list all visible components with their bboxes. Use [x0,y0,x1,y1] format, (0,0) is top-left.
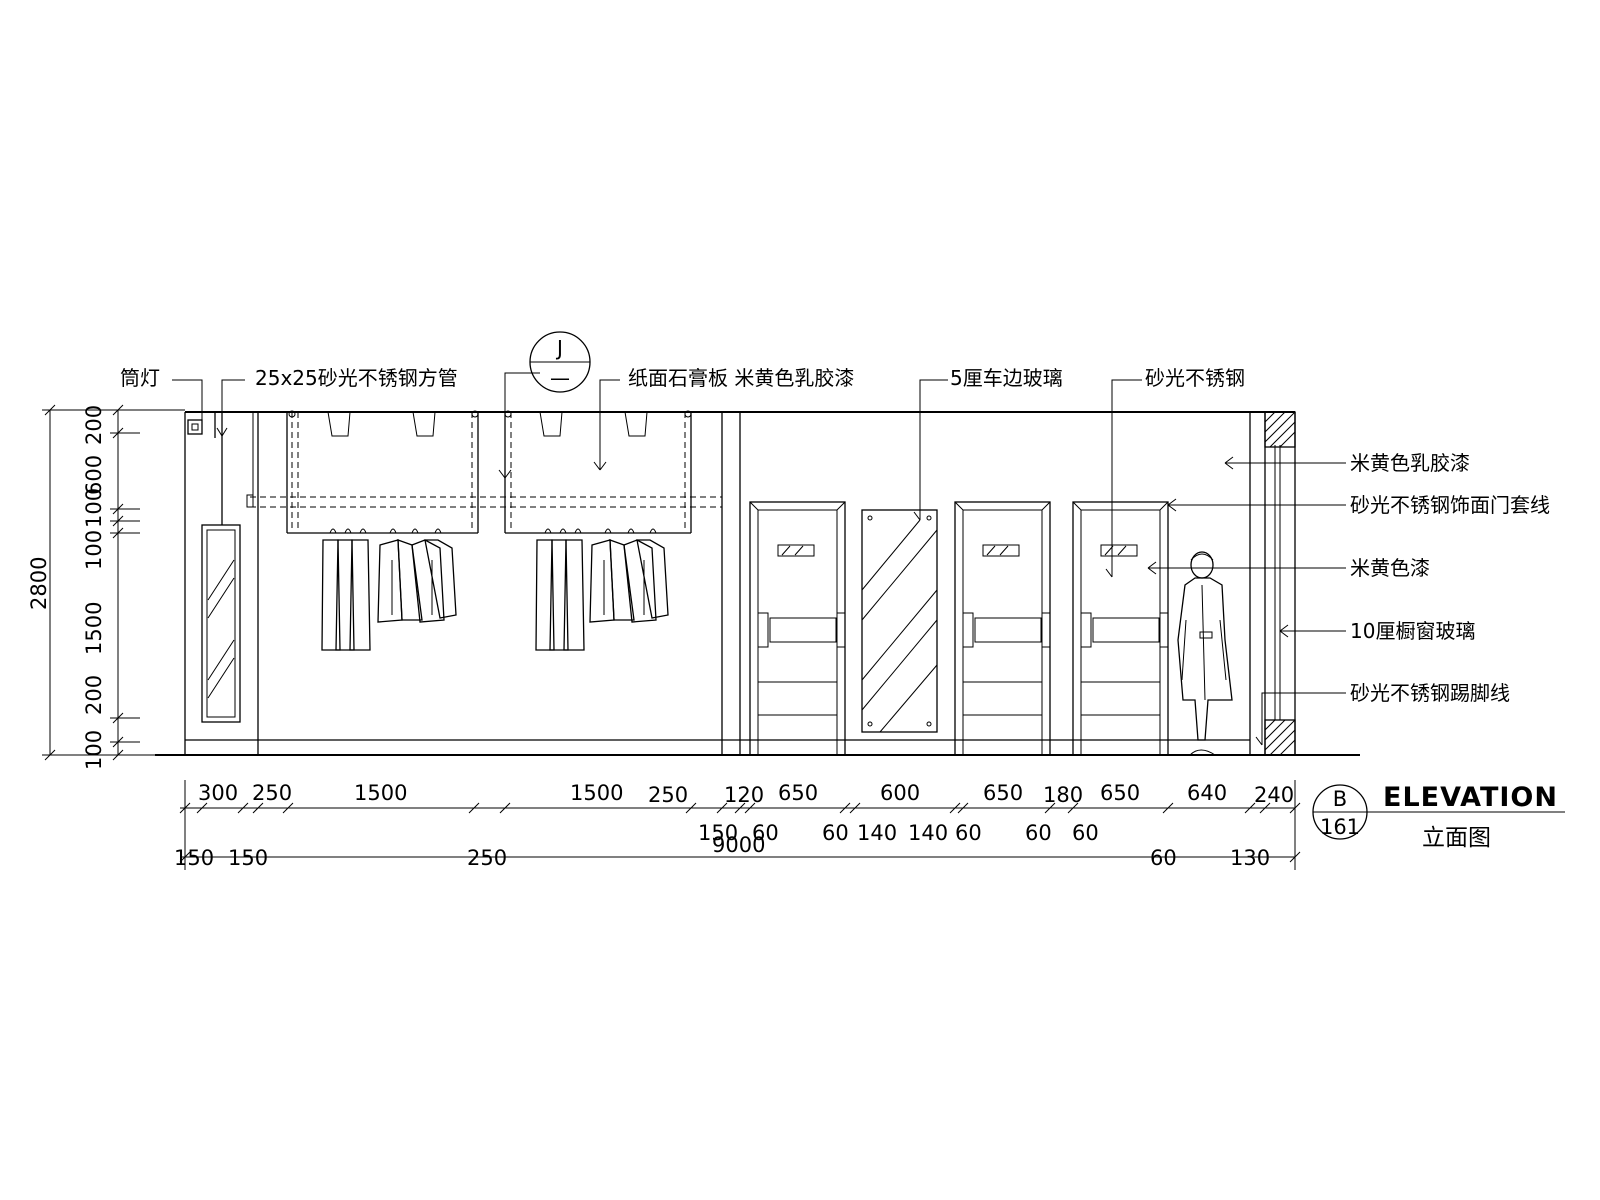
label-glass-5: 5厘车边玻璃 [950,366,1063,390]
dim-h-60-c: 60 [955,821,982,845]
door-panel-2 [954,501,1051,756]
dim-h-140-b: 140 [908,821,948,845]
hanging-rail-left [286,410,479,534]
section-marker-bottom: — [550,366,570,390]
dim-h-150-mid: 150 [698,821,738,845]
dim-h-250-c: 250 [467,846,507,870]
dim-h-250-a: 250 [252,781,292,805]
dim-h-120: 120 [724,783,764,807]
downlight-fixture [187,412,223,438]
window-jamb-hatch [1264,411,1296,756]
title-ref-top: B [1333,787,1347,811]
dim-v-200-bottom: 200 [82,675,106,715]
dim-h-60-b: 60 [822,821,849,845]
dim-h-180: 180 [1043,783,1083,807]
label-square-tube: 25x25砂光不锈钢方管 [255,366,458,390]
dim-total-height: 2800 [27,557,51,610]
dim-h-1500-a: 1500 [354,781,407,805]
hanging-rail-right [504,410,692,534]
dim-h-300: 300 [198,781,238,805]
dim-h-240: 240 [1254,783,1294,807]
dim-h-60-d: 60 [1025,821,1052,845]
dim-h-250-b: 250 [648,783,688,807]
hanging-clothes-left [321,528,457,651]
label-skirting: 砂光不锈钢踢脚线 [1350,681,1510,705]
dim-h-150-b: 150 [228,846,268,870]
dim-v-100-bottom: 100 [82,730,106,770]
section-marker-top: J [555,336,563,360]
label-beige-latex: 米黄色乳胶漆 [1350,451,1470,475]
section-marker: J — [529,331,591,393]
dim-h-650-a: 650 [778,781,818,805]
dim-h-600: 600 [880,781,920,805]
bottom-dimension-chain: 300 250 1500 1500 250 120 650 600 650 18… [174,780,1301,870]
dim-h-60-f: 60 [1150,846,1177,870]
callout-leaders [172,372,1346,746]
dim-h-140-a: 140 [857,821,897,845]
title-ref-bottom: 161 [1320,815,1360,839]
dim-v-200-top: 200 [82,405,106,445]
door-panel-1 [749,501,846,756]
dim-overall-9000: 9000 [712,833,765,857]
dim-v-600: 600 [82,455,106,495]
dim-v-100-b: 100 [82,530,106,570]
tall-mirror [201,438,241,723]
dim-h-60-a: 60 [752,821,779,845]
callout-labels: 筒灯 25x25砂光不锈钢方管 纸面石膏板 米黄色乳胶漆 5厘车边玻璃 砂光不锈… [120,366,1550,705]
title-english: ELEVATION [1383,782,1558,813]
mirror-panel [861,509,938,733]
ceiling-bulkhead [246,412,722,508]
dim-h-1500-b: 1500 [570,781,623,805]
label-window-glass: 10厘橱窗玻璃 [1350,619,1475,643]
dim-h-130: 130 [1230,846,1270,870]
dim-v-100-a: 100 [82,488,106,528]
dim-h-650-c: 650 [1100,781,1140,805]
label-downlight: 筒灯 [120,366,160,390]
label-door-frame: 砂光不锈钢饰面门套线 [1350,493,1550,517]
title-chinese: 立面图 [1422,825,1491,851]
dim-h-150-a: 150 [174,846,214,870]
dim-ticks [179,802,1301,863]
mannequin-figure [1177,551,1233,756]
dim-v-1500: 1500 [82,602,106,655]
title-block: B 161 ELEVATION 立面图 [1312,782,1565,851]
hanging-clothes-right [535,528,669,651]
label-sanded-steel: 砂光不锈钢 [1145,366,1245,390]
label-beige-paint: 米黄色漆 [1350,556,1430,580]
dim-h-640: 640 [1187,781,1227,805]
left-dimension-chain: 2800 200 600 100 100 1500 200 100 [27,404,185,770]
dim-h-650-b: 650 [983,781,1023,805]
dim-h-60-e: 60 [1072,821,1099,845]
label-gypsum-board: 纸面石膏板 米黄色乳胶漆 [628,366,854,390]
door-panel-3 [1072,501,1169,756]
